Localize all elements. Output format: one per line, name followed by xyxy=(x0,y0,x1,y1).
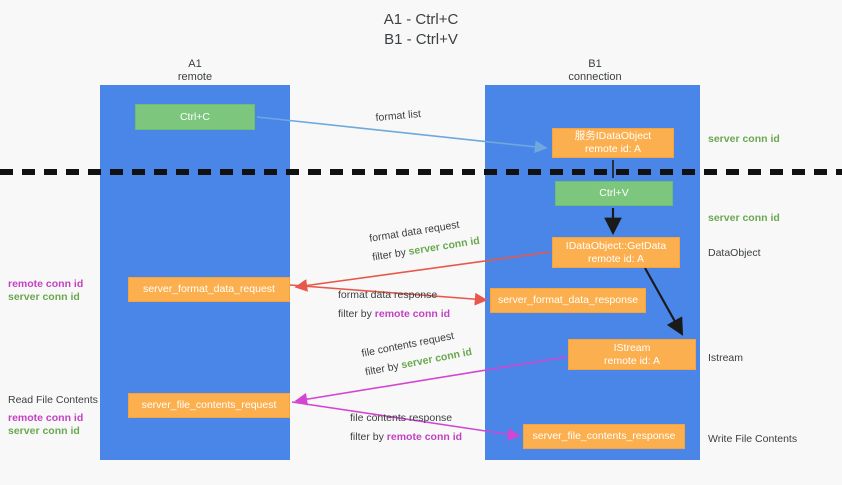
box-istream-line-2: remote id: A xyxy=(603,354,661,367)
box-idataobject-line-1: 服务IDataObject xyxy=(574,130,652,142)
right-label-dataobject: DataObject xyxy=(708,247,761,259)
right-label-istream: Istream xyxy=(708,352,744,364)
left-label-server-conn-id-2: server conn id xyxy=(8,425,80,437)
left-label-remote-conn-id-2: remote conn id xyxy=(8,412,84,424)
lane-header-a1-role: remote xyxy=(177,71,213,83)
box-server-format-data-request[interactable]: server_format_data_request xyxy=(128,277,290,302)
box-ctrl-c[interactable]: Ctrl+C xyxy=(135,104,255,130)
left-label-read-file-contents: Read File Contents xyxy=(8,394,98,406)
edge-label-format-data-response: format data response filter by remote co… xyxy=(338,286,450,324)
edge-label-format-data-request: format data request filter by server con… xyxy=(368,213,481,268)
box-server-file-contents-request[interactable]: server_file_contents_request xyxy=(128,393,290,418)
lane-header-b1: B1 connection xyxy=(510,58,680,84)
page-title: A1 - Ctrl+C B1 - Ctrl+V xyxy=(0,10,842,50)
box-server-format-data-response[interactable]: server_format_data_response xyxy=(490,288,646,313)
lane-header-a1-name: A1 xyxy=(188,58,202,70)
title-line-1: A1 - Ctrl+C xyxy=(383,11,459,28)
edge-label-fdresp-token: remote conn id xyxy=(374,308,451,320)
edge-label-fdreq-prefix: filter by xyxy=(371,245,410,264)
box-fmt-resp-label: server_format_data_response xyxy=(497,294,639,306)
box-idataobject-getdata[interactable]: IDataObject::GetData remote id: A xyxy=(552,237,680,268)
left-label-server-conn-id-1: server conn id xyxy=(8,291,80,303)
left-label-remote-conn-id-1: remote conn id xyxy=(8,278,84,290)
lane-header-a1: A1 remote xyxy=(110,58,280,84)
box-ctrl-c-label: Ctrl+C xyxy=(179,110,211,123)
box-ctrl-v[interactable]: Ctrl+V xyxy=(555,181,673,206)
lane-header-b1-name: B1 xyxy=(588,58,602,70)
box-istream[interactable]: IStream remote id: A xyxy=(568,339,696,370)
edge-label-file-contents-request: file contents request filter by server c… xyxy=(360,324,474,382)
box-istream-line-1: IStream xyxy=(613,341,651,354)
edge-label-fdresp-line1: format data response xyxy=(338,289,438,301)
edge-label-file-contents-response: file contents response filter by remote … xyxy=(350,409,462,447)
edge-label-fcreq-prefix: filter by xyxy=(364,359,403,379)
left-label-conn-ids-2: remote conn id server conn id xyxy=(8,412,83,438)
box-ctrl-v-label: Ctrl+V xyxy=(599,187,629,199)
right-label-write-file-contents: Write File Contents xyxy=(708,433,798,445)
edge-label-fcresp-prefix: filter by xyxy=(350,431,387,443)
box-idataobject-label: 服务IDataObject remote id: A xyxy=(575,130,651,156)
right-label-server-conn-id-1: server conn id xyxy=(708,133,780,145)
box-getdata-line-1: IDataObject::GetData xyxy=(565,239,667,252)
lane-header-b1-role: connection xyxy=(568,71,622,83)
edge-label-fcresp-line1: file contents response xyxy=(350,412,453,424)
edge-label-format-list: format list xyxy=(375,108,422,124)
box-idataobject-line-2: remote id: A xyxy=(584,143,641,155)
edge-label-fdresp-prefix: filter by xyxy=(338,308,375,320)
box-getdata-line-2: remote id: A xyxy=(587,252,644,265)
box-file-req-label: server_file_contents_request xyxy=(141,399,277,411)
right-label-server-conn-id-2: server conn id xyxy=(708,212,780,224)
box-idataobject[interactable]: 服务IDataObject remote id: A xyxy=(552,128,674,158)
edge-label-fcresp-token: remote conn id xyxy=(386,431,463,443)
box-server-file-contents-response[interactable]: server_file_contents_response xyxy=(523,424,685,449)
box-file-resp-label: server_file_contents_response xyxy=(532,430,676,442)
title-line-2: B1 - Ctrl+V xyxy=(384,31,458,48)
box-fmt-req-label: server_format_data_request xyxy=(143,283,275,295)
left-label-conn-ids-1: remote conn id server conn id xyxy=(8,278,83,304)
